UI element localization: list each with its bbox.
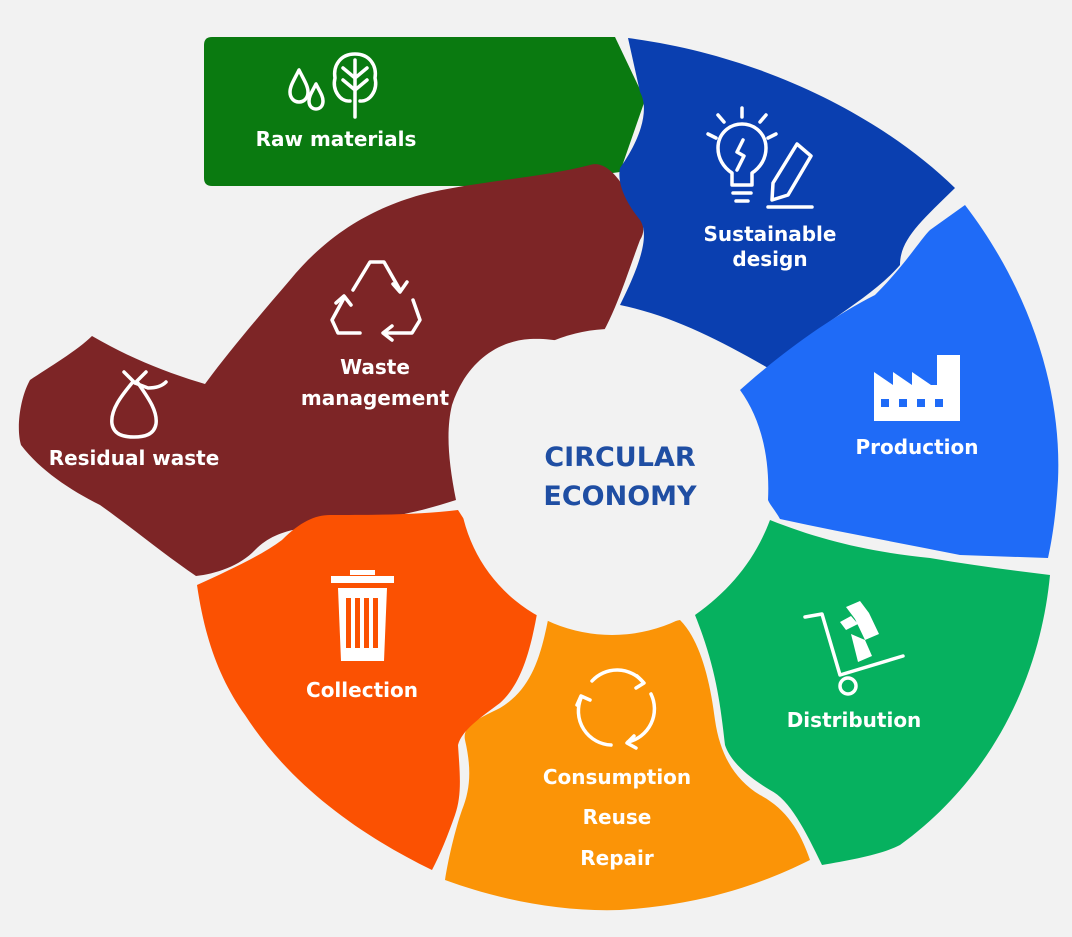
factory-icon [874, 355, 960, 421]
segment-waste-management: Waste management Residual waste [18, 164, 644, 576]
trash-bin-icon [331, 570, 394, 661]
center-title-line1: CIRCULAR [544, 442, 695, 473]
repair-label: Repair [580, 846, 654, 870]
sustainable-design-line1: Sustainable [704, 222, 837, 246]
lightbulb-icon [706, 106, 778, 203]
segment-sustainable-design: Sustainable design [619, 38, 955, 368]
collection-shape [197, 510, 538, 870]
raw-materials-shape [204, 37, 645, 186]
collection-label: Collection [306, 678, 418, 702]
segment-production: Production [740, 205, 1059, 558]
sustainable-design-shape [619, 38, 955, 368]
raw-materials-label: Raw materials [256, 127, 417, 151]
segment-collection: Collection [197, 510, 538, 870]
garbage-bag-icon [110, 370, 168, 439]
water-drops-icon [288, 68, 325, 111]
distribution-label: Distribution [787, 708, 922, 732]
recycle-icon [330, 260, 422, 342]
segment-distribution: Distribution [695, 520, 1050, 865]
hand-truck-icon [803, 601, 905, 696]
center-hub: CIRCULAR ECONOMY [459, 329, 765, 635]
cycle-arrows-icon [575, 668, 657, 750]
sustainable-design-line2: design [732, 247, 807, 271]
residual-waste-label: Residual waste [49, 446, 220, 470]
segment-consumption: Consumption Reuse Repair [445, 620, 810, 911]
center-circle [459, 329, 765, 635]
tree-icon [332, 52, 378, 119]
segment-raw-materials: Raw materials [204, 37, 645, 186]
consumption-shape [445, 620, 810, 911]
waste-management-line2: management [301, 386, 450, 410]
waste-management-line1: Waste [340, 355, 410, 379]
center-title-line2: ECONOMY [543, 481, 697, 512]
consumption-label: Consumption [543, 765, 691, 789]
pencil-icon [766, 142, 814, 209]
production-label: Production [855, 435, 978, 459]
reuse-label: Reuse [583, 805, 652, 829]
distribution-shape [695, 520, 1050, 865]
waste-management-shape [18, 164, 644, 576]
